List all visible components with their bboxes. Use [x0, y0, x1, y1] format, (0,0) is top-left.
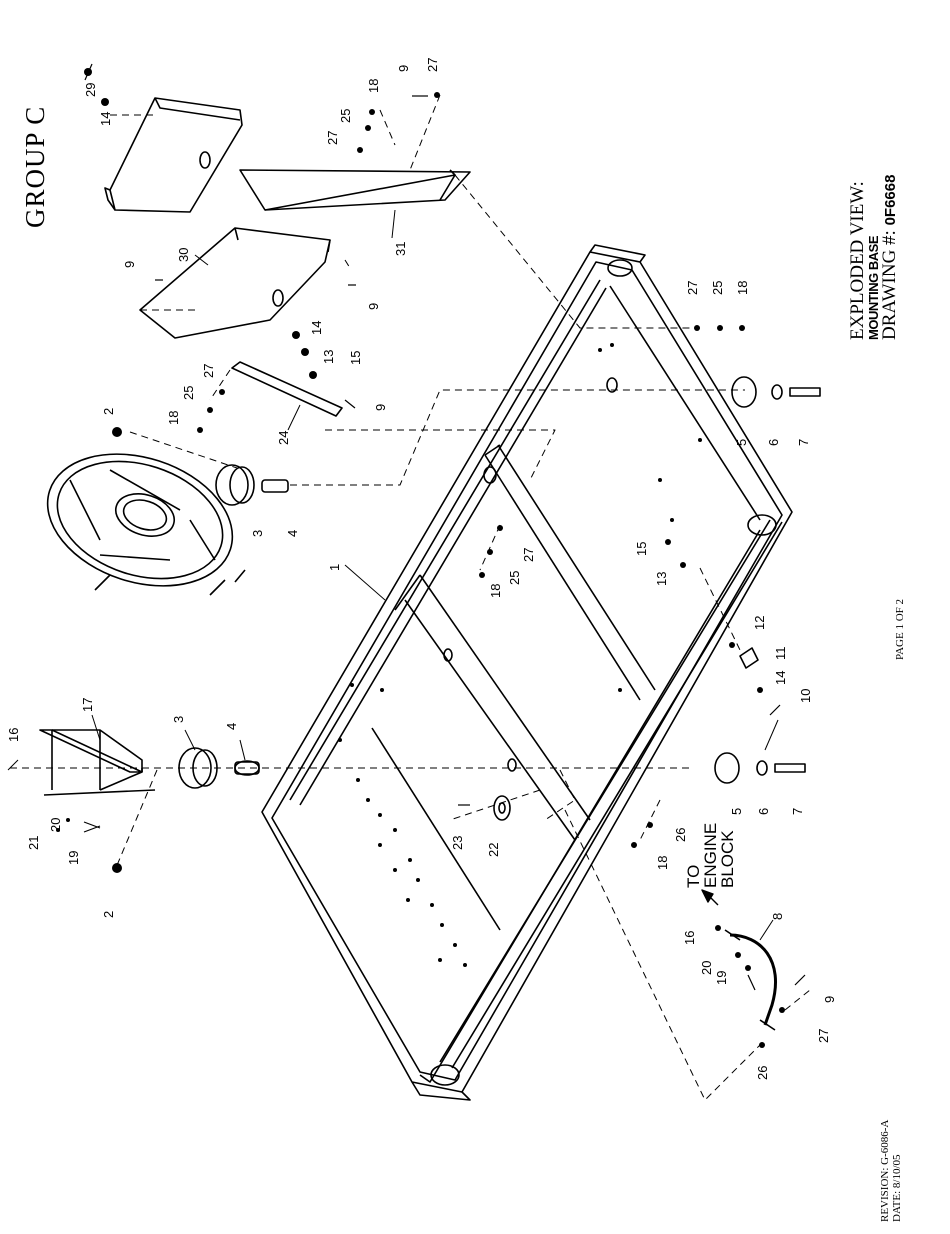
callout-22: 22 — [486, 843, 501, 857]
callout-5: 5 — [734, 439, 749, 446]
plate-31 — [240, 170, 470, 210]
callout-8: 8 — [770, 913, 785, 920]
callout-10: 10 — [798, 689, 813, 703]
drawing-number-line: DRAWING #: 0F6668 — [880, 175, 899, 340]
callout-6: 6 — [756, 808, 771, 815]
callout-9: 9 — [396, 65, 411, 72]
callout-18: 18 — [735, 281, 750, 295]
callout-2: 2 — [101, 408, 116, 415]
callout-9: 9 — [122, 261, 137, 268]
callout-14: 14 — [98, 112, 113, 126]
washer-22 — [494, 796, 510, 820]
callout-14: 14 — [309, 321, 324, 335]
callout-25: 25 — [181, 386, 196, 400]
callout-7: 7 — [790, 808, 805, 815]
callout-4: 4 — [285, 530, 300, 537]
callout-26: 26 — [755, 1066, 770, 1080]
page-number: PAGE 1 OF 2 — [894, 599, 906, 660]
revision-block: REVISION: G-6086-A DATE: 8/10/05 — [880, 1120, 903, 1222]
callout-20: 20 — [48, 818, 63, 832]
engine-note-line2: ENGINE — [702, 823, 719, 888]
callout-4: 4 — [224, 723, 239, 730]
engine-note-line1: TO — [685, 823, 702, 888]
revision-date: DATE: 8/10/05 — [892, 1120, 904, 1222]
callout-24: 24 — [276, 431, 291, 445]
revision-text: REVISION: G-6086-A — [880, 1120, 892, 1222]
callout-27: 27 — [685, 281, 700, 295]
callout-15: 15 — [634, 542, 649, 556]
callout-30: 30 — [176, 248, 191, 262]
mount-5-left — [715, 753, 805, 783]
callout-16: 16 — [6, 728, 21, 742]
callout-29: 29 — [83, 83, 98, 97]
arrow-to-engine — [702, 890, 718, 905]
callout-15: 15 — [348, 351, 363, 365]
callout-9: 9 — [366, 303, 381, 310]
engine-note-line3: BLOCK — [719, 823, 736, 888]
callout-19: 19 — [714, 971, 729, 985]
callout-19: 19 — [66, 851, 81, 865]
callout-27: 27 — [201, 364, 216, 378]
bracket-30 — [140, 228, 330, 338]
callout-18: 18 — [655, 856, 670, 870]
callout-9: 9 — [373, 404, 388, 411]
callout-5: 5 — [729, 808, 744, 815]
callout-18: 18 — [166, 411, 181, 425]
callout-9: 9 — [822, 996, 837, 1003]
engine-block-note: TO ENGINE BLOCK — [685, 823, 736, 888]
drawing-number-label: DRAWING #: — [879, 225, 900, 340]
group-title: GROUP C — [20, 106, 51, 228]
callout-25: 25 — [710, 281, 725, 295]
callout-6: 6 — [766, 439, 781, 446]
bracket-11 — [740, 648, 758, 668]
callout-2: 2 — [101, 911, 116, 918]
callout-13: 13 — [654, 572, 669, 586]
callout-1: 1 — [327, 564, 342, 571]
callout-27: 27 — [816, 1029, 831, 1043]
adapter-housing — [30, 432, 249, 609]
callout-13: 13 — [321, 350, 336, 364]
callout-17: 17 — [80, 698, 95, 712]
callout-3: 3 — [250, 530, 265, 537]
pedestal-17 — [40, 730, 155, 795]
callout-14: 14 — [773, 671, 788, 685]
mount-right — [216, 465, 288, 505]
bar-24 — [232, 362, 342, 416]
callout-27: 27 — [425, 58, 440, 72]
view-title: EXPLODED VIEW: — [848, 175, 867, 340]
callout-3: 3 — [171, 716, 186, 723]
callout-16: 16 — [682, 931, 697, 945]
callout-23: 23 — [450, 836, 465, 850]
callout-21: 21 — [26, 836, 41, 850]
callout-31: 31 — [393, 242, 408, 256]
callout-11: 11 — [773, 647, 788, 661]
callout-18: 18 — [366, 79, 381, 93]
callout-25: 25 — [338, 109, 353, 123]
callout-27: 27 — [521, 548, 536, 562]
callout-20: 20 — [699, 961, 714, 975]
callout-12: 12 — [752, 616, 767, 630]
callout-27: 27 — [325, 131, 340, 145]
callout-25: 25 — [507, 571, 522, 585]
callout-7: 7 — [796, 439, 811, 446]
callout-18: 18 — [488, 584, 503, 598]
mount-5-right — [732, 377, 820, 407]
drawing-number: 0F6668 — [882, 175, 899, 226]
title-block: EXPLODED VIEW: MOUNTING BASE DRAWING #: … — [848, 175, 899, 340]
